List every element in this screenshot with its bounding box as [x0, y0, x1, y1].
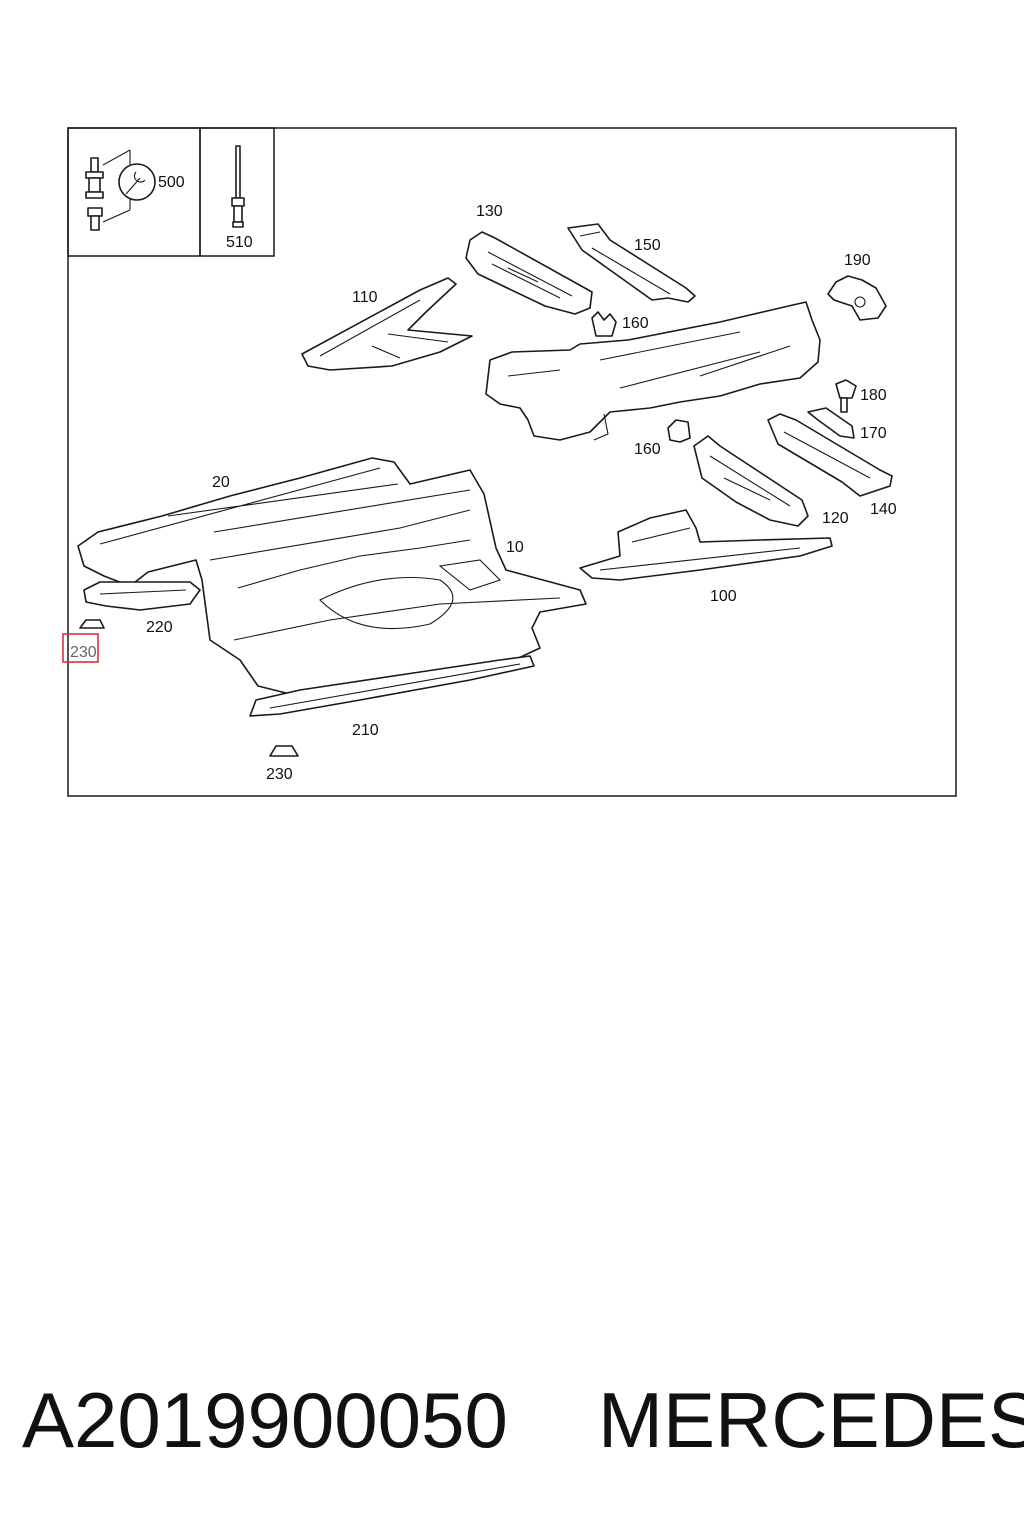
rail-140 [767, 413, 893, 497]
callout-180: 180 [860, 387, 887, 404]
jack-support-110 [301, 277, 473, 371]
callout-150: 150 [634, 237, 661, 254]
callout-510: 510 [226, 234, 253, 251]
footer: A2019900050 MERCEDES [0, 1370, 1024, 1470]
callout-110: 110 [352, 289, 378, 306]
callout-210: 210 [352, 722, 379, 739]
rail-120 [693, 435, 809, 527]
bracket-150 [567, 223, 696, 303]
front-floor-module [485, 301, 821, 441]
callout-120: 120 [822, 510, 849, 527]
member-220 [83, 581, 201, 611]
callout-100: 100 [710, 588, 737, 605]
inset-box-510 [199, 127, 275, 257]
callout-230-highlighted[interactable]: 230 [70, 644, 97, 661]
plug-230-left [79, 619, 105, 629]
parts-diagram: 500 510 130 150 190 110 160 180 170 160 … [62, 127, 957, 797]
plug-230-bottom [269, 745, 299, 757]
clip-160-lower [667, 419, 691, 443]
part-number: A2019900050 [22, 1376, 508, 1464]
floor-pan-10-20 [77, 457, 587, 695]
strap-170 [807, 407, 855, 439]
cross-member-130 [465, 231, 593, 315]
clip-160-upper [591, 311, 617, 337]
brand-name: MERCEDES [598, 1376, 1024, 1464]
callout-130: 130 [476, 203, 503, 220]
diagram-frame [67, 127, 957, 797]
wrench-icon [118, 163, 156, 201]
side-member-100 [579, 509, 833, 581]
callout-160-lower: 160 [634, 441, 661, 458]
callout-10: 10 [506, 539, 524, 556]
callout-160-upper: 160 [622, 315, 649, 332]
bolt-180 [835, 379, 857, 413]
long-bolt-510 [231, 145, 245, 228]
callout-220: 220 [146, 619, 173, 636]
callout-230-bottom: 230 [266, 766, 293, 783]
rail-210 [249, 655, 535, 717]
callout-20: 20 [212, 474, 230, 491]
callout-140: 140 [870, 501, 897, 518]
highlight-box-230 [62, 633, 99, 663]
callout-170: 170 [860, 425, 887, 442]
bracket-190 [827, 275, 887, 321]
callout-500: 500 [158, 174, 185, 191]
callout-190: 190 [844, 252, 871, 269]
